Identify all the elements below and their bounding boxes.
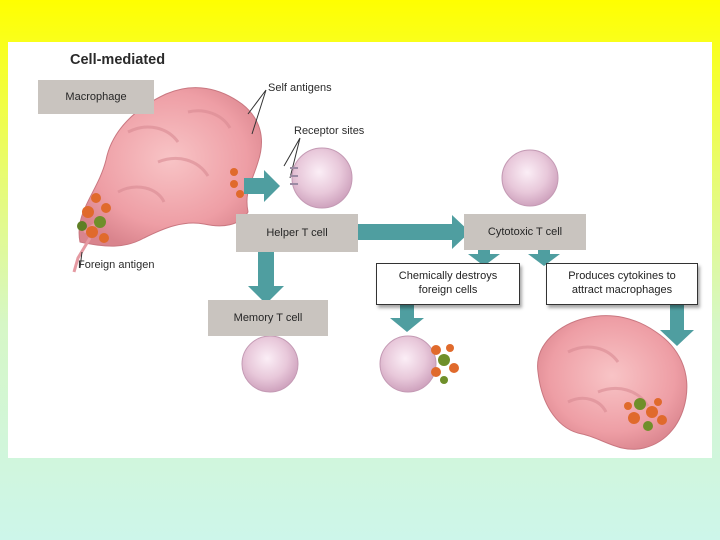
foreign-antigen-pointer [79,251,83,269]
helper-t-lymphocyte [290,147,353,209]
memory-t-cell-box: Memory T cell [208,300,328,336]
macrophage-label-box: Macrophage [38,80,154,114]
macrophage-cell-bottom [537,315,688,450]
arrow-cytotoxic-to-destroys [468,246,500,266]
cytotoxic-t-cell-label: Cytotoxic T cell [487,226,563,238]
foreign-antigen-label: Foreign antigen [78,259,155,271]
arrow-cytokines-to-macrophage [660,304,694,346]
receptor-sites-pointer [283,137,301,179]
arrow-helper-to-memory [248,252,284,304]
destroys-line-2: foreign cells [418,284,478,296]
macrophage-label: Macrophage [65,91,127,103]
foreign-antigen-cluster-top [77,193,111,243]
destroys-line-1: Chemically destroys [398,270,498,283]
receptor-sites-label: Receptor sites [294,125,365,137]
diagram-graphics [72,87,694,450]
self-antigens-label: Self antigens [268,82,332,94]
diagram-title: Cell-mediated [70,52,166,68]
arrow-cytotoxic-to-cytokines [528,246,560,266]
helper-t-cell-box: Helper T cell [236,214,358,252]
arrow-destroys-to-target [390,304,424,332]
antigen-markers-macrophage [230,168,244,198]
self-antigens-pointer [247,89,267,135]
immune-diagram-figure: Cell-mediated Macrophage Self antigens R… [8,42,712,458]
helper-t-cell-label: Helper T cell [266,227,328,239]
produces-cytokines-box: Produces cytokines to attract macrophage… [546,263,698,305]
cytotoxic-t-cell-box: Cytotoxic T cell [464,214,586,250]
macrophage-cell-top [72,87,262,273]
arrow-helper-to-cytotoxic [358,215,470,249]
destroys-foreign-cells-box: Chemically destroys foreign cells [376,263,520,305]
memory-t-lymphocyte [241,335,299,393]
cytokines-line-2: attract macrophages [571,284,673,296]
cytotoxic-t-lymphocyte [501,149,559,207]
cytokines-line-1: Produces cytokines to [568,270,676,283]
arrow-to-helper [244,170,280,202]
memory-t-cell-label: Memory T cell [233,312,303,324]
foreign-antigen-cluster-bottom [624,398,667,431]
target-lymphocyte-with-antigens [379,335,459,393]
